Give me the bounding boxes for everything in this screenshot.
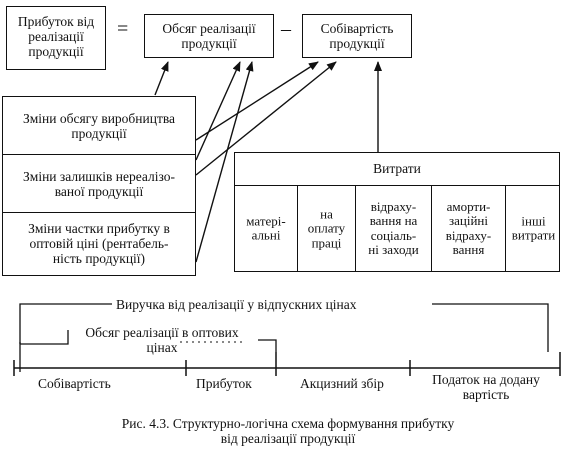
- cost-box: Собівартість продукції: [302, 14, 412, 58]
- expense-cell-labor: на оплату праці: [297, 186, 355, 271]
- wholesale-bracket-left: [20, 330, 69, 345]
- expense-cell-material: матері- альні: [235, 186, 297, 271]
- expense-label: на оплату праці: [307, 205, 346, 250]
- revenue-total-bracket-right: [432, 303, 549, 352]
- profit-label: Прибуток від реалізації продукції: [17, 14, 95, 59]
- segment-profit: Прибуток: [196, 376, 252, 391]
- expense-cell-other: інші витрати: [505, 186, 561, 271]
- profit-box: Прибуток від реалізації продукції: [6, 6, 106, 70]
- expense-label: матері- альні: [246, 213, 286, 243]
- factor-box-production-volume: Зміни обсягу виробництва продукції: [2, 96, 196, 156]
- cost-label: Собівартість продукції: [320, 21, 394, 51]
- expense-label: інші витрати: [511, 213, 556, 243]
- minus-sign: –: [281, 18, 291, 40]
- segment-vat: Податок на додану вартість: [432, 372, 540, 402]
- equals-sign: =: [117, 18, 129, 40]
- factor-box-stock-change: Зміни залишків нереалізо- ваної продукці…: [2, 154, 196, 214]
- factor-label: Зміни частки прибутку в оптовій ціні (ре…: [28, 221, 170, 266]
- factor-label: Зміни залишків нереалізо- ваної продукці…: [23, 169, 175, 199]
- expenses-box: Витрати матері- альні на оплату праці ві…: [234, 152, 560, 272]
- arrow-stock-to-sales: [195, 61, 241, 161]
- sales-volume-label: Обсяг реалізації продукції: [162, 21, 256, 51]
- arrow-volume-to-sales: [154, 61, 169, 96]
- wholesale-bracket-right: [258, 339, 277, 352]
- factor-label: Зміни обсягу виробництва продукції: [22, 111, 176, 141]
- expenses-header: Витрати: [373, 161, 421, 176]
- expense-label: аморти- заційні відраху- вання: [445, 198, 492, 257]
- figure-caption: Рис. 4.3. Структурно-логічна схема форму…: [121, 416, 455, 446]
- revenue-total-bracket-left: [19, 303, 112, 330]
- arrow-volume-to-cost: [195, 61, 319, 141]
- revenue-total-label: Виручка від реалізації у відпускних ціна…: [116, 297, 357, 312]
- expense-cell-social: відраху- вання на соціаль- ні заходи: [355, 186, 431, 271]
- segment-cost: Собівартість: [38, 376, 111, 391]
- segment-excise: Акцизний збір: [300, 376, 384, 391]
- arrow-share-to-sales: [195, 61, 254, 263]
- expense-cell-depreciation: аморти- заційні відраху- вання: [431, 186, 505, 271]
- sales-volume-box: Обсяг реалізації продукції: [144, 14, 274, 58]
- arrow-stock-to-cost: [195, 61, 337, 176]
- factor-box-profit-share: Зміни частки прибутку в оптовій ціні (ре…: [2, 212, 196, 276]
- wholesale-volume-label: Обсяг реалізації в оптових цінах: [85, 325, 239, 355]
- expense-label: відраху- вання на соціаль- ні заходи: [368, 198, 419, 257]
